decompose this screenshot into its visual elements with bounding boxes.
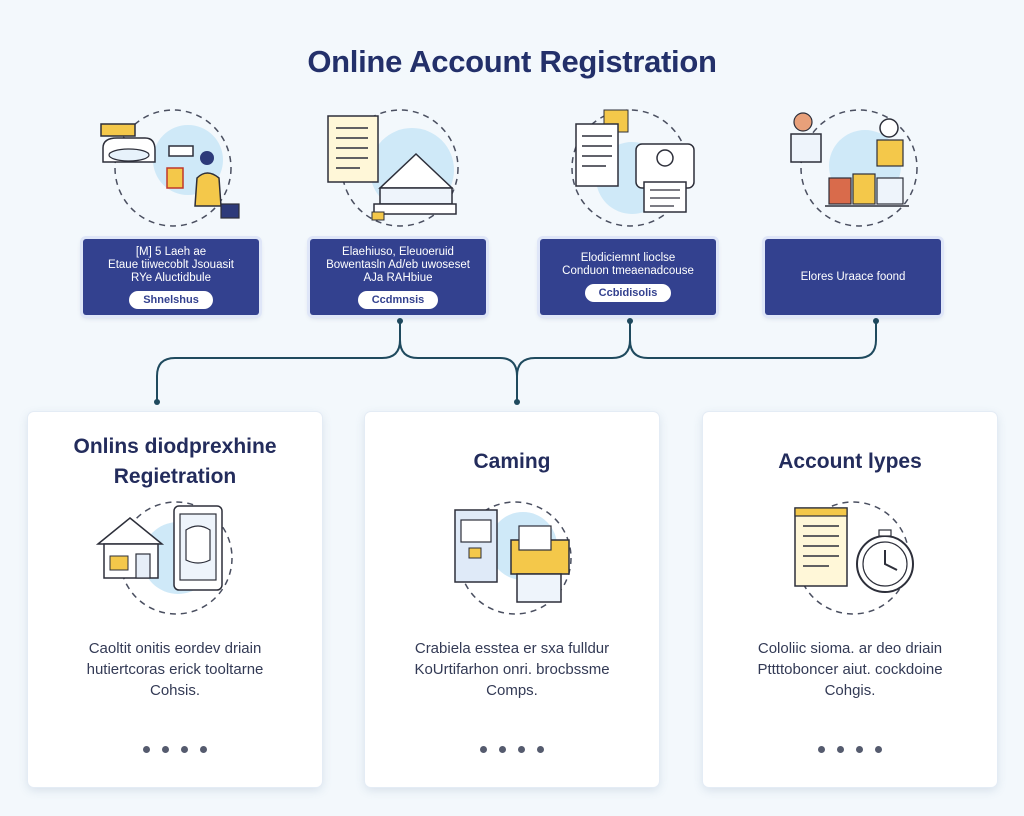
page-title: Online Account Registration	[307, 44, 717, 79]
car-person-icon	[100, 109, 240, 227]
form-id-card-icon	[571, 109, 695, 227]
machine-puzzle-icon	[454, 501, 572, 615]
card-title: Account lypes	[778, 450, 922, 473]
step-text: Elaehiuso, Eleuoeruid Bowentasln Ad/eb u…	[326, 245, 470, 284]
card-title: Onlins diodprexhine Regietration	[73, 435, 277, 488]
pagination-dots	[365, 746, 659, 756]
envelope-document-icon	[327, 109, 459, 227]
card-description: Caoltit onitis eordev driain hutiertcora…	[86, 640, 264, 699]
step-button[interactable]: Shnelshus	[129, 290, 213, 309]
card-registration: Onlins diodprexhine Regietration Caoltit…	[28, 412, 322, 787]
step-text: Elores Uraace foond	[800, 270, 906, 283]
step-box: [M] 5 Laeh ae Etaue tiiwecoblt Jsouasit …	[83, 239, 259, 315]
step-box: Elores Uraace foond	[765, 239, 941, 315]
step-button[interactable]: Ccbidisolis	[584, 284, 672, 302]
house-phone-icon	[95, 501, 233, 615]
step-text: [M] 5 Laeh ae Etaue tiiwecoblt Jsouasit …	[108, 245, 234, 284]
pagination-dots	[28, 746, 322, 756]
card-description: Cololiic sioma. ar deo driain Pttttobonc…	[757, 640, 943, 699]
step-box: Elaehiuso, Eleuoeruid Bowentasln Ad/eb u…	[310, 239, 486, 315]
card-description: Crabiela esstea er sxa fulldur KoUrtifar…	[414, 640, 610, 699]
step-button[interactable]: Ccdmnsis	[357, 290, 439, 309]
card-camming: Caming Crabiela esstea er sxa fulldur Ko…	[365, 412, 659, 787]
document-clock-icon	[794, 501, 914, 615]
card-account-types: Account lypes Cololiic sioma. ar deo dri…	[703, 412, 997, 787]
card-title: Caming	[473, 450, 551, 473]
step-text: Elodiciemnt lioclse Conduon tmeaenadcous…	[562, 252, 694, 277]
step-box: Elodiciemnt lioclse Conduon tmeaenadcous…	[540, 239, 716, 315]
people-building-icon	[790, 109, 918, 227]
pagination-dots	[703, 746, 997, 756]
